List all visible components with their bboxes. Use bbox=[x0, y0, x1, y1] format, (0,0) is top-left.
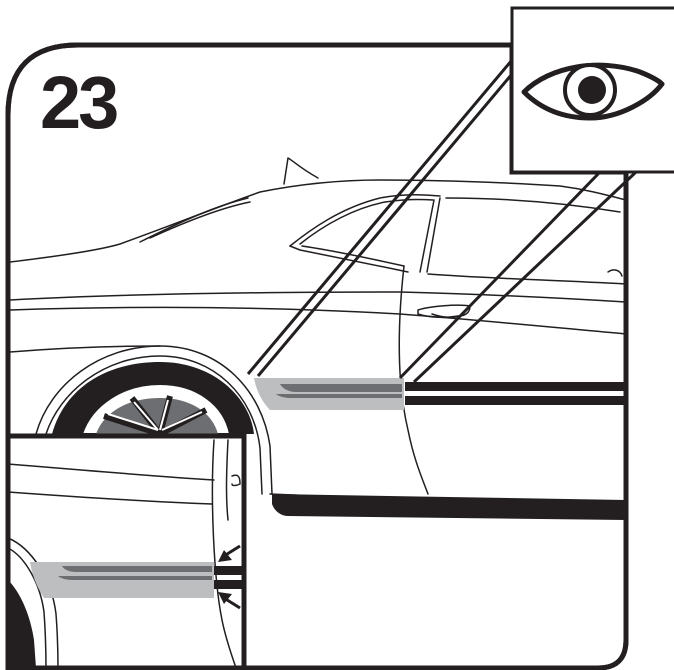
rocker-panel bbox=[272, 494, 626, 520]
side-stripe-graphic bbox=[254, 378, 626, 410]
arrow-icon bbox=[218, 544, 241, 610]
step-frame-edge bbox=[5, 42, 629, 670]
detail-inset bbox=[7, 433, 247, 669]
step-number: 23 bbox=[40, 61, 119, 144]
eye-icon bbox=[521, 62, 665, 121]
sight-lines bbox=[246, 59, 638, 384]
rear-wheel-rim bbox=[80, 382, 240, 440]
